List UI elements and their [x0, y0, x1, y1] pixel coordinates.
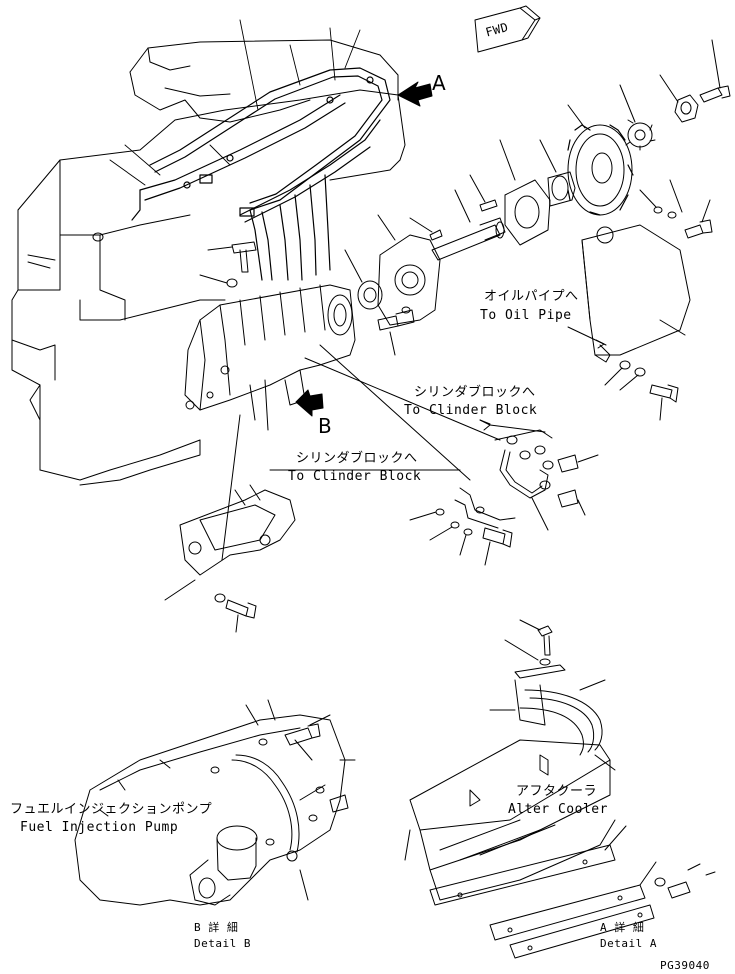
- pump-bracket: [164, 414, 296, 601]
- drive-plate: [499, 139, 551, 246]
- cover-bolt: [377, 306, 415, 356]
- view-marker-b: B: [318, 414, 333, 438]
- oil-pipe-arrow-icon: [595, 339, 605, 349]
- cyl-block-1-label-jp: シリンダブロックへ: [414, 385, 536, 400]
- cover-washers-top: [639, 179, 713, 239]
- pump-oil-lines: [304, 344, 501, 481]
- engine-block: [11, 89, 406, 486]
- detail-a-label-en: Detail A: [600, 937, 657, 950]
- view-arrow-b-icon: [295, 389, 324, 417]
- detail-b-drawing: [74, 699, 356, 906]
- detail-a-label-jp: A 詳 細: [600, 921, 645, 934]
- fuel-pump-label-jp: フュエルインジェクションポンプ: [10, 802, 213, 817]
- key: [469, 174, 498, 212]
- lock-washer: [619, 84, 656, 151]
- drive-gear: [567, 104, 634, 216]
- rocker-cover: [129, 39, 399, 123]
- fuel-injection-pump: [184, 284, 356, 431]
- detail-b-label-jp: B 詳 細: [194, 921, 239, 934]
- cyl-block-1-label-en: To Clinder Block: [404, 403, 538, 418]
- detail-a-drawing: [404, 619, 616, 901]
- fuel-pump-label-en: Fuel Injection Pump: [20, 820, 179, 835]
- oil-pipe-label-en: To Oil Pipe: [480, 308, 572, 323]
- oil-pipe-label-jp: オイルパイプへ: [484, 289, 579, 304]
- fwd-arrow-icon: [474, 5, 541, 53]
- bearing: [344, 249, 383, 310]
- cyl-block-1-leader: [489, 424, 546, 433]
- cover-washers-bottom: [604, 360, 679, 421]
- after-cooler-label-jp: アフタクーラ: [516, 784, 598, 799]
- view-marker-a: A: [432, 71, 447, 95]
- view-arrow-a-icon: [397, 81, 433, 107]
- after-cooler-label-en: Alter Cooler: [508, 802, 608, 817]
- oil-tube-assembly: [494, 429, 599, 531]
- detail-a-plates: [429, 825, 716, 959]
- pump-top-bolt: [199, 241, 257, 301]
- drive-shaft: [409, 189, 506, 261]
- coupling: [539, 139, 576, 207]
- gear-housing: [377, 214, 441, 326]
- injection-pipes: [131, 67, 391, 281]
- detail-b-label-en: Detail B: [194, 937, 251, 950]
- leader-lines-top: [109, 19, 361, 186]
- cyl-block-2-label-en: To Clinder Block: [288, 469, 422, 484]
- gear-bolt: [699, 39, 731, 103]
- bracket-bolt: [214, 593, 257, 633]
- cyl-block-2-label-jp: シリンダブロックへ: [296, 451, 418, 466]
- gear-nut: [659, 74, 699, 123]
- oil-tube-lower: [409, 487, 516, 566]
- oil-pipe-cover: [581, 224, 691, 363]
- drawing-number: PG39040: [660, 959, 710, 972]
